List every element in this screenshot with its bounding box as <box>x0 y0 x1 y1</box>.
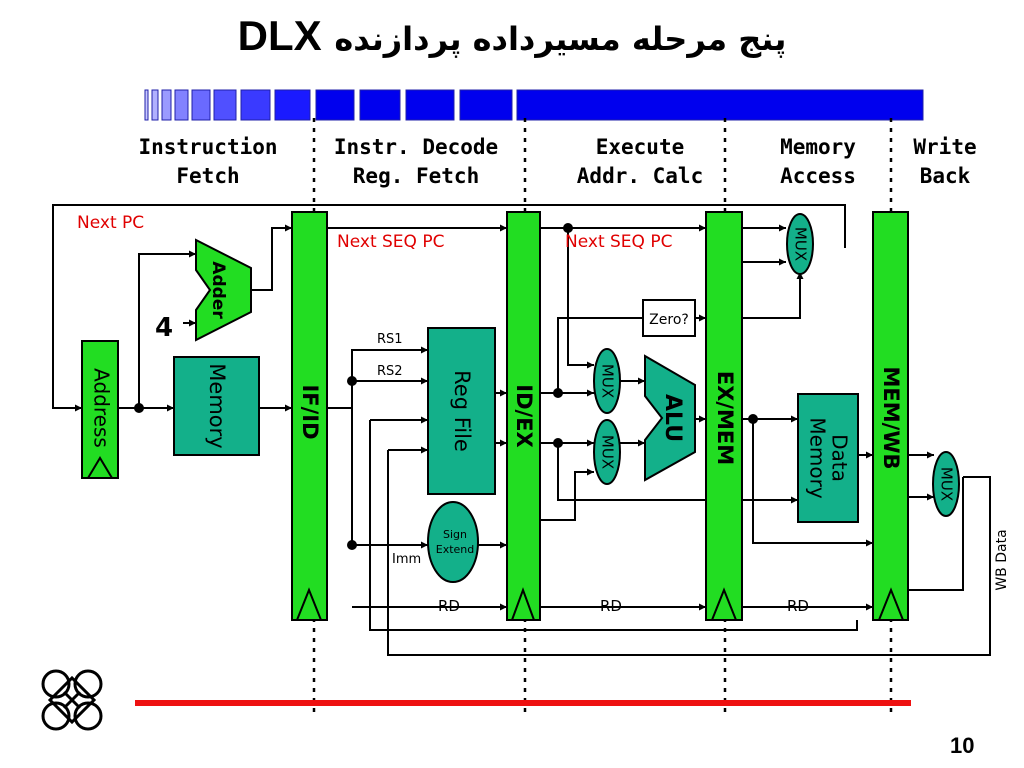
id-ex-label: ID/EX <box>512 384 536 447</box>
next-pc-label: Next PC <box>77 213 144 233</box>
alu-mux-a: MUX <box>593 348 621 414</box>
stage-fetch-line2: Fetch <box>176 164 240 188</box>
stage-writeback-line2: Back <box>919 164 971 188</box>
stage-label-execute: Execute Addr. Calc <box>562 133 718 191</box>
adder-label: Adder <box>208 261 228 319</box>
mux-pc-label: MUX <box>792 227 810 261</box>
stage-label-decode: Instr. Decode Reg. Fetch <box>320 133 512 191</box>
data-memory: Data Memory <box>797 393 859 523</box>
ex-mem-label: EX/MEM <box>713 371 737 465</box>
ex-mem-register: EX/MEM <box>705 211 743 621</box>
junction-dots <box>134 223 758 550</box>
adder-unit: Adder <box>195 238 252 342</box>
next-seq-pc-label-2: Next SEQ PC <box>565 232 672 252</box>
mem-wb-label: MEM/WB <box>879 367 903 470</box>
reg-file-label: Reg File <box>450 370 474 452</box>
sign-extend-label-1: Sign <box>443 528 467 541</box>
page-number: 10 <box>950 733 975 758</box>
title-decoration-bar <box>144 89 924 121</box>
sign-extend-unit: Sign Extend <box>427 501 479 583</box>
mux-a-label: MUX <box>599 364 617 398</box>
stage-memory-line1: Memory <box>780 135 856 159</box>
bottom-rule <box>135 700 911 706</box>
address-label: Address <box>90 368 114 448</box>
if-id-label: IF/ID <box>298 384 322 439</box>
alu-mux-b: MUX <box>593 419 621 485</box>
constant-four: 4 <box>155 313 173 343</box>
title-persian: پنج مرحله مسیرداده پردازنده <box>334 20 787 58</box>
id-ex-register: ID/EX <box>506 211 541 621</box>
title-latin: DLX <box>237 12 322 59</box>
imm-label: Imm <box>392 552 421 567</box>
alu-unit: ALU <box>644 354 696 482</box>
stage-label-fetch: Instruction Fetch <box>130 133 286 191</box>
pc-address-register: Address <box>81 340 119 479</box>
stage-memory-line2: Access <box>780 164 856 188</box>
stage-writeback-line1: Write <box>913 135 977 159</box>
data-memory-label-1: Data <box>828 434 852 482</box>
rs2-label: RS2 <box>377 364 403 379</box>
stage-label-memory: Memory Access <box>758 133 878 191</box>
zero-label: Zero? <box>649 312 689 328</box>
stage-label-writeback: Write Back <box>898 133 992 191</box>
register-file: Reg File <box>427 327 496 495</box>
stage-fetch-line1: Instruction <box>138 135 278 159</box>
wb-data-label: WB Data <box>994 529 1010 590</box>
if-id-register: IF/ID <box>291 211 328 621</box>
knot-logo <box>41 669 103 731</box>
datapath-wires <box>52 204 991 656</box>
stage-decode-line2: Reg. Fetch <box>352 164 480 188</box>
rd-label-2: RD <box>600 597 622 615</box>
rs1-label: RS1 <box>377 332 403 347</box>
writeback-mux: MUX <box>932 451 960 517</box>
mux-b-label: MUX <box>599 435 617 469</box>
rd-label-1: RD <box>438 597 460 615</box>
instruction-memory: Memory <box>173 356 260 456</box>
sign-extend-label-2: Extend <box>436 543 475 556</box>
data-memory-label-2: Memory <box>806 417 830 499</box>
zero-detect-unit: Zero? <box>642 299 696 337</box>
pc-select-mux: MUX <box>786 213 814 275</box>
mux-wb-label: MUX <box>938 467 956 501</box>
stage-execute-line1: Execute <box>595 135 685 159</box>
stage-decode-line1: Instr. Decode <box>333 135 499 159</box>
next-seq-pc-label-1: Next SEQ PC <box>337 232 444 252</box>
stage-execute-line2: Addr. Calc <box>576 164 704 188</box>
slide-title: DLX پنج مرحله مسیرداده پردازنده <box>0 8 1024 67</box>
mem-wb-register: MEM/WB <box>872 211 909 621</box>
rd-label-3: RD <box>787 597 809 615</box>
alu-label: ALU <box>660 394 685 442</box>
memory-label: Memory <box>205 363 229 448</box>
